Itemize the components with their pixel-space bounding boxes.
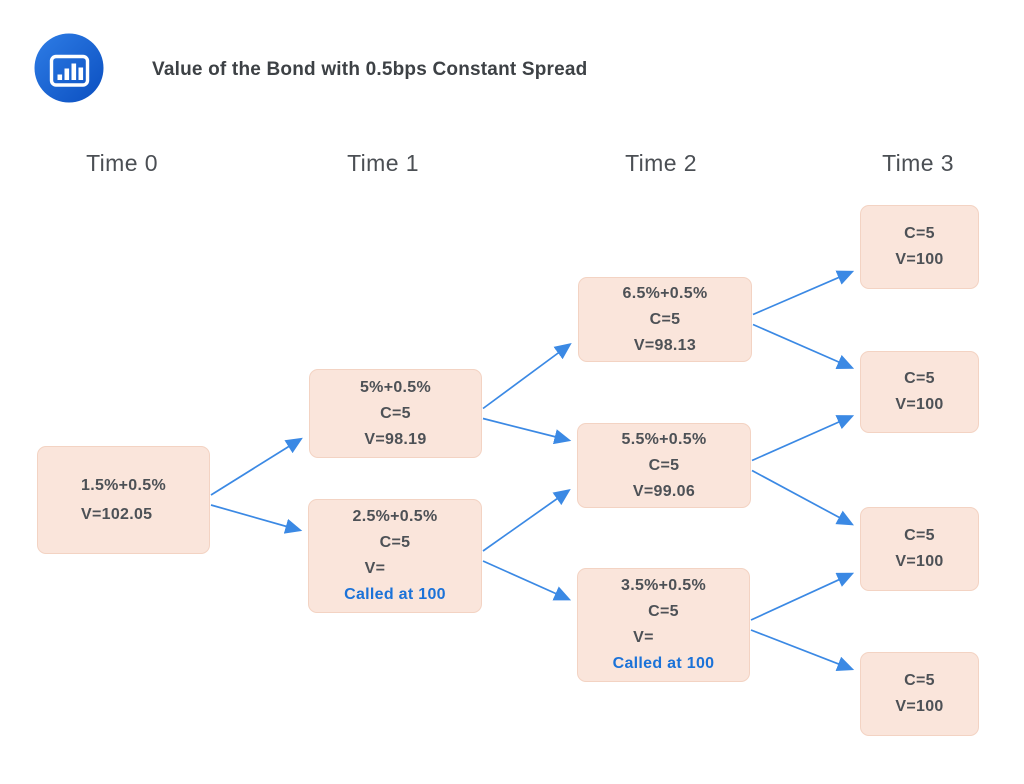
node-value-line: V=100 — [895, 396, 944, 413]
tree-arrow — [482, 489, 571, 552]
tree-node-time1-down: 2.5%+0.5% C=5 V= Called at 100 — [308, 499, 482, 613]
tree-node-time3-2: C=5 V=100 — [860, 351, 979, 433]
node-rate-line: 3.5%+0.5% — [621, 577, 706, 594]
node-value-line: V=98.13 — [633, 336, 697, 354]
tree-node-time3-3: C=5 V=100 — [860, 507, 979, 591]
tree-node-time2-down: 3.5%+0.5% C=5 V= Called at 100 — [577, 568, 750, 682]
node-rate-line: 5%+0.5% — [359, 378, 432, 396]
node-coupon-line: C=5 — [904, 225, 935, 242]
node-value-line: V=102.05 — [81, 506, 153, 523]
tree-arrow — [752, 323, 855, 369]
page-title: Value of the Bond with 0.5bps Constant S… — [152, 59, 588, 80]
node-value-line: V=99.06 — [632, 482, 696, 500]
node-rate-line: 1.5%+0.5% — [81, 477, 166, 494]
tree-node-time2-mid: 5.5%+0.5% C=5 V=99.06 — [577, 423, 751, 508]
node-value-line: V=100 — [895, 698, 944, 715]
node-coupon-line: C=5 — [904, 527, 935, 544]
tree-node-time2-up: 6.5%+0.5% C=5 V=98.13 — [578, 277, 752, 362]
tree-node-time3-1: C=5 V=100 — [860, 205, 979, 289]
tree-arrow — [482, 342, 572, 410]
tree-node-time0: 1.5%+0.5% V=102.05 — [37, 446, 210, 554]
node-coupon-line: C=5 — [904, 672, 935, 689]
called-at-100-label: Called at 100 — [612, 655, 715, 672]
column-header-time0: Time 0 — [86, 150, 158, 176]
node-coupon-line: C=5 — [904, 370, 935, 387]
tree-arrow — [750, 629, 855, 672]
node-coupon-line: C=5 — [379, 534, 411, 551]
node-coupon-line: C=5 — [648, 456, 680, 474]
node-coupon-line: C=5 — [648, 603, 679, 620]
node-value-line: V= — [364, 560, 386, 577]
column-header-time2: Time 2 — [625, 150, 697, 176]
tree-arrow — [751, 469, 854, 526]
tree-arrow — [482, 560, 572, 601]
tree-arrow — [752, 270, 855, 316]
column-header-time1: Time 1 — [347, 150, 419, 176]
tree-arrow — [751, 415, 855, 462]
called-at-100-label: Called at 100 — [344, 586, 446, 603]
tree-arrow — [750, 572, 855, 621]
tree-node-time3-4: C=5 V=100 — [860, 652, 979, 736]
node-coupon-line: C=5 — [649, 310, 681, 328]
node-rate-line: 2.5%+0.5% — [352, 508, 438, 525]
tree-node-time1-up: 5%+0.5% C=5 V=98.19 — [309, 369, 482, 458]
node-value-line: V=100 — [895, 251, 944, 268]
tree-arrow — [210, 437, 303, 496]
column-header-time3: Time 3 — [882, 150, 954, 176]
bar-chart-icon — [34, 33, 104, 103]
node-value-line: V=98.19 — [364, 430, 427, 448]
node-rate-line: 5.5%+0.5% — [621, 430, 707, 448]
node-rate-line: 6.5%+0.5% — [622, 284, 708, 302]
node-coupon-line: C=5 — [380, 404, 411, 422]
tree-arrow — [210, 504, 303, 534]
node-value-line: V= — [633, 629, 654, 646]
node-value-line: V=100 — [895, 553, 944, 570]
tree-arrow — [482, 417, 572, 445]
